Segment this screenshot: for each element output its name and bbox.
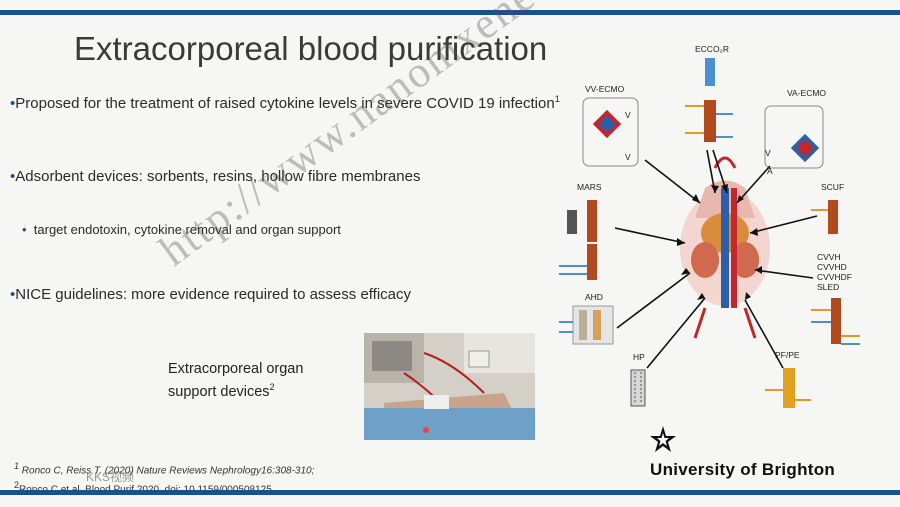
label-sled: SLED xyxy=(817,282,839,292)
label-hp: HP xyxy=(633,352,645,362)
vv-ecmo-device: V V xyxy=(582,97,639,167)
diagram-arrows xyxy=(614,149,818,369)
star-logo-icon xyxy=(650,426,676,452)
photo-caption: Extracorporeal organ support devices2 xyxy=(168,361,304,400)
label-ecco2r: ECCO₂R xyxy=(695,44,729,54)
svg-text:A: A xyxy=(767,166,773,176)
svg-text:V: V xyxy=(765,148,771,158)
clinical-photo xyxy=(364,333,535,440)
label-scuf: SCUF xyxy=(821,182,844,192)
svg-text:V: V xyxy=(625,152,631,162)
scuf-device xyxy=(811,200,838,234)
hp-device xyxy=(630,369,646,407)
label-vv-ecmo: VV-ECMO xyxy=(585,84,625,94)
bullet-nice: •NICE guidelines: more evidence required… xyxy=(10,286,412,303)
bottom-bar xyxy=(0,490,900,495)
university-name: University of Brighton xyxy=(650,460,836,479)
ecco2r-device xyxy=(685,58,733,142)
blood-purification-diagram: ECCO₂R V V VV-ECMO V A VA-ECMO MARS xyxy=(559,44,860,408)
pfpe-device xyxy=(765,368,811,408)
body-organs-illustration xyxy=(680,156,770,339)
bullet-covid: •Proposed for the treatment of raised cy… xyxy=(10,94,560,112)
mars-device xyxy=(559,200,597,280)
bullet-adsorbent: •Adsorbent devices: sorbents, resins, ho… xyxy=(10,168,421,185)
diagram-arrowheads xyxy=(677,184,762,300)
sub-bullet-target: • target endotoxin, cytokine removal and… xyxy=(22,222,341,237)
label-cvvhdf: CVVHDF xyxy=(817,272,852,282)
label-ahd: AHD xyxy=(585,292,603,302)
va-ecmo-device: V A xyxy=(764,105,824,176)
label-va-ecmo: VA-ECMO xyxy=(787,88,826,98)
label-cvvh: CVVH xyxy=(817,252,841,262)
top-bar xyxy=(0,10,900,15)
svg-text:V: V xyxy=(625,110,631,120)
reference-1: 1 Ronco C, Reiss T. (2020) Nature Review… xyxy=(14,461,315,477)
crrt-device xyxy=(811,298,860,345)
label-mars: MARS xyxy=(577,182,602,192)
label-cvvhd: CVVHD xyxy=(817,262,847,272)
ahd-device xyxy=(559,305,614,345)
slide-title: Extracorporeal blood purification xyxy=(74,30,548,67)
label-pfpe: PF/PE xyxy=(775,350,800,360)
